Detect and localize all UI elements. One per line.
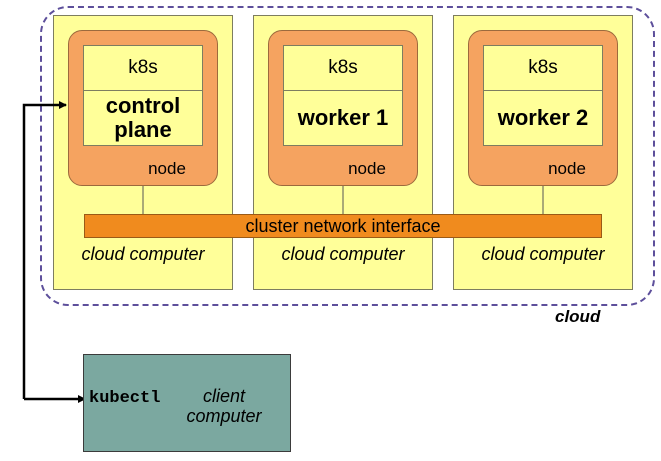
computer-label-worker-1: cloud computer: [281, 244, 405, 264]
cluster-network-interface: cluster network interface: [84, 214, 602, 238]
computer-label-worker-2: cloud computer: [481, 244, 605, 264]
k8s-box-control-plane: k8s: [83, 45, 203, 91]
role-box-worker-2: worker 2: [483, 90, 603, 146]
computer-label-control-plane: cloud computer: [81, 244, 205, 264]
role-label-worker-1: worker 1: [297, 105, 389, 130]
node-label-worker-1: node: [348, 159, 386, 178]
node-label-control-plane: node: [148, 159, 186, 178]
cloud-boundary: [40, 6, 655, 306]
k8s-box-worker-2: k8s: [483, 45, 603, 91]
role-label-control-plane: control plane: [105, 93, 181, 142]
client-computer: [83, 354, 291, 452]
arrow-to-control-plane: [22, 101, 67, 399]
kubectl-label: kubectl: [89, 389, 161, 408]
role-box-control-plane: control plane: [83, 90, 203, 146]
client-computer-label: client computer: [186, 386, 262, 426]
cloud-label: cloud: [555, 307, 601, 326]
k8s-box-worker-1: k8s: [283, 45, 403, 91]
node-label-worker-2: node: [548, 159, 586, 178]
role-label-worker-2: worker 2: [497, 105, 589, 130]
role-box-worker-1: worker 1: [283, 90, 403, 146]
